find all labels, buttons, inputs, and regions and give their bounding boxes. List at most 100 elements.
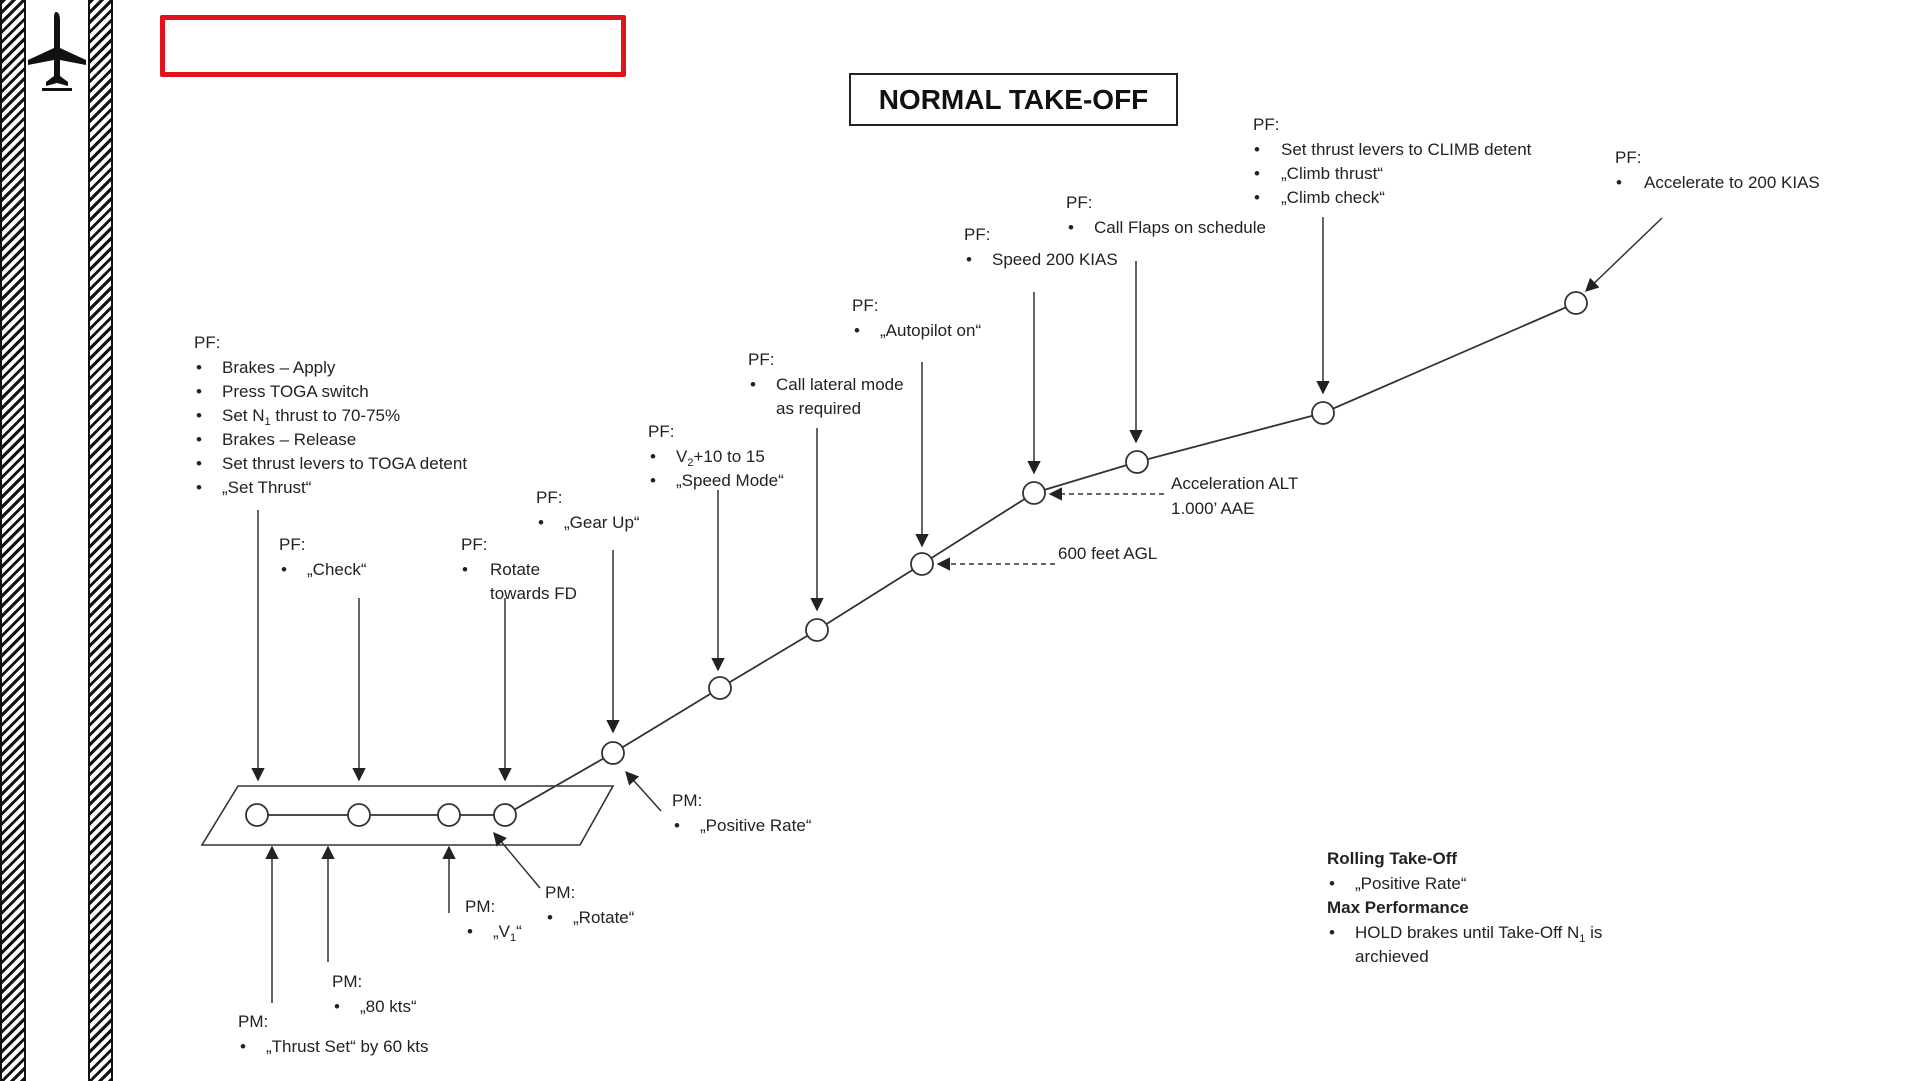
right-hatched-frame: [88, 0, 113, 1081]
step-role: PF:: [1253, 115, 1279, 134]
bullet: •: [750, 375, 756, 394]
pm-4-label: PM: • „Rotate“: [545, 883, 635, 927]
step-item: „Climb thrust“: [1281, 164, 1383, 183]
bullet: •: [240, 1037, 246, 1056]
pm-1-label: PM: • „Thrust Set“ by 60 kts: [238, 1012, 429, 1056]
bullet: •: [196, 382, 202, 401]
step-item: towards FD: [490, 584, 577, 603]
step-item: Accelerate to 200 KIAS: [1644, 173, 1820, 192]
waypoint-1: [245, 803, 269, 827]
step-1-label: PF: • Brakes – Apply • Press TOGA switch…: [194, 333, 467, 497]
step-item: Brakes – Apply: [222, 358, 336, 377]
max-item-cont: archieved: [1355, 947, 1429, 966]
waypoint-8: [910, 552, 934, 576]
pm-5-label: PM: • „Positive Rate“: [672, 791, 812, 835]
pf-arrows: [251, 217, 1663, 782]
pm-arrows: [265, 770, 662, 1003]
step-role: PF:: [648, 422, 674, 441]
left-hatched-frame: [0, 0, 26, 1081]
notes-block: Rolling Take-Off • „Positive Rate“ Max P…: [1327, 849, 1602, 966]
agl-marker-label: 600 feet AGL: [1058, 544, 1157, 563]
bullet: •: [1254, 164, 1260, 183]
step-role: PF:: [748, 350, 774, 369]
waypoint-5: [601, 741, 625, 765]
step-item: Call lateral mode: [776, 375, 904, 394]
step-item: Speed 200 KIAS: [992, 250, 1118, 269]
rolling-title: Rolling Take-Off: [1327, 849, 1457, 868]
bullet: •: [1254, 140, 1260, 159]
step-4-label: PF: • „Gear Up“: [536, 488, 640, 532]
waypoint-9: [1022, 481, 1046, 505]
step-item: Set thrust levers to CLIMB detent: [1281, 140, 1532, 159]
waypoint-12: [1564, 291, 1588, 315]
bullet: •: [1616, 173, 1622, 192]
step-item: Brakes – Release: [222, 430, 356, 449]
step-role: PM:: [238, 1012, 268, 1031]
step-item: „Rotate“: [573, 908, 635, 927]
waypoint-7: [805, 618, 829, 642]
step-item: „V1“: [493, 922, 522, 944]
bullet: •: [462, 560, 468, 579]
step-item: Set N1 thrust to 70-75%: [222, 406, 400, 428]
bullet: •: [547, 908, 553, 927]
step-5-label: PF: • V2+10 to 15 • „Speed Mode“: [648, 422, 784, 490]
bullet: •: [1068, 218, 1074, 237]
step-3-label: PF: • Rotate towards FD: [461, 535, 577, 603]
step-8-label: PF: • Speed 200 KIAS: [964, 225, 1118, 269]
bullet: •: [854, 321, 860, 340]
step-item: „Positive Rate“: [700, 816, 812, 835]
step-item: „Autopilot on“: [880, 321, 981, 340]
marker-arrows: [936, 487, 1164, 571]
step-10-label: PF: • Set thrust levers to CLIMB detent …: [1253, 115, 1532, 207]
step-role: PF:: [964, 225, 990, 244]
step-item: Call Flaps on schedule: [1094, 218, 1266, 237]
waypoint-2: [347, 803, 371, 827]
max-title: Max Performance: [1327, 898, 1469, 917]
step-item: „Set Thrust“: [222, 478, 312, 497]
step-role: PM:: [332, 972, 362, 991]
waypoint-4: [493, 803, 517, 827]
runway-shape: [200, 785, 615, 846]
step-11-label: PF: • Accelerate to 200 KIAS: [1615, 148, 1820, 192]
step-item: „Climb check“: [1281, 188, 1385, 207]
step-role: PF:: [536, 488, 562, 507]
step-item: Press TOGA switch: [222, 382, 369, 401]
bullet: •: [281, 560, 287, 579]
bullet: •: [1254, 188, 1260, 207]
accel-alt-label: Acceleration ALT: [1171, 474, 1298, 493]
flight-path: [257, 302, 1577, 816]
bullet: •: [538, 513, 544, 532]
step-6-label: PF: • Call lateral mode as required: [748, 350, 904, 418]
bullet: •: [196, 454, 202, 473]
step-item: Set thrust levers to TOGA detent: [222, 454, 467, 473]
step-role: PF:: [194, 333, 220, 352]
bullet: •: [196, 430, 202, 449]
bullet: •: [334, 997, 340, 1016]
step-role: PF:: [279, 535, 305, 554]
page-title: NORMAL TAKE-OFF: [849, 73, 1178, 126]
highlight-frame: [160, 15, 626, 77]
bullet: •: [467, 922, 473, 941]
bullet: •: [1329, 923, 1335, 942]
bullet: •: [196, 358, 202, 377]
step-2-label: PF: • „Check“: [279, 535, 367, 579]
step-item: „Gear Up“: [564, 513, 640, 532]
step-role: PF:: [1615, 148, 1641, 167]
rolling-item: „Positive Rate“: [1355, 874, 1467, 893]
step-item: „Speed Mode“: [676, 471, 784, 490]
accel-alt-value: 1.000’ AAE: [1171, 499, 1255, 518]
pm-3-label: PM: • „V1“: [465, 897, 522, 944]
waypoint-11: [1311, 401, 1335, 425]
waypoint-10: [1125, 450, 1149, 474]
bullet: •: [1329, 874, 1335, 893]
step-role: PM:: [672, 791, 702, 810]
step-item: „Check“: [307, 560, 367, 579]
step-role: PM:: [465, 897, 495, 916]
step-item: „Thrust Set“ by 60 kts: [266, 1037, 429, 1056]
waypoint-6: [708, 676, 732, 700]
step-role: PF:: [852, 296, 878, 315]
pm-2-label: PM: • „80 kts“: [332, 972, 417, 1016]
step-item: Rotate: [490, 560, 540, 579]
bullet: •: [196, 478, 202, 497]
